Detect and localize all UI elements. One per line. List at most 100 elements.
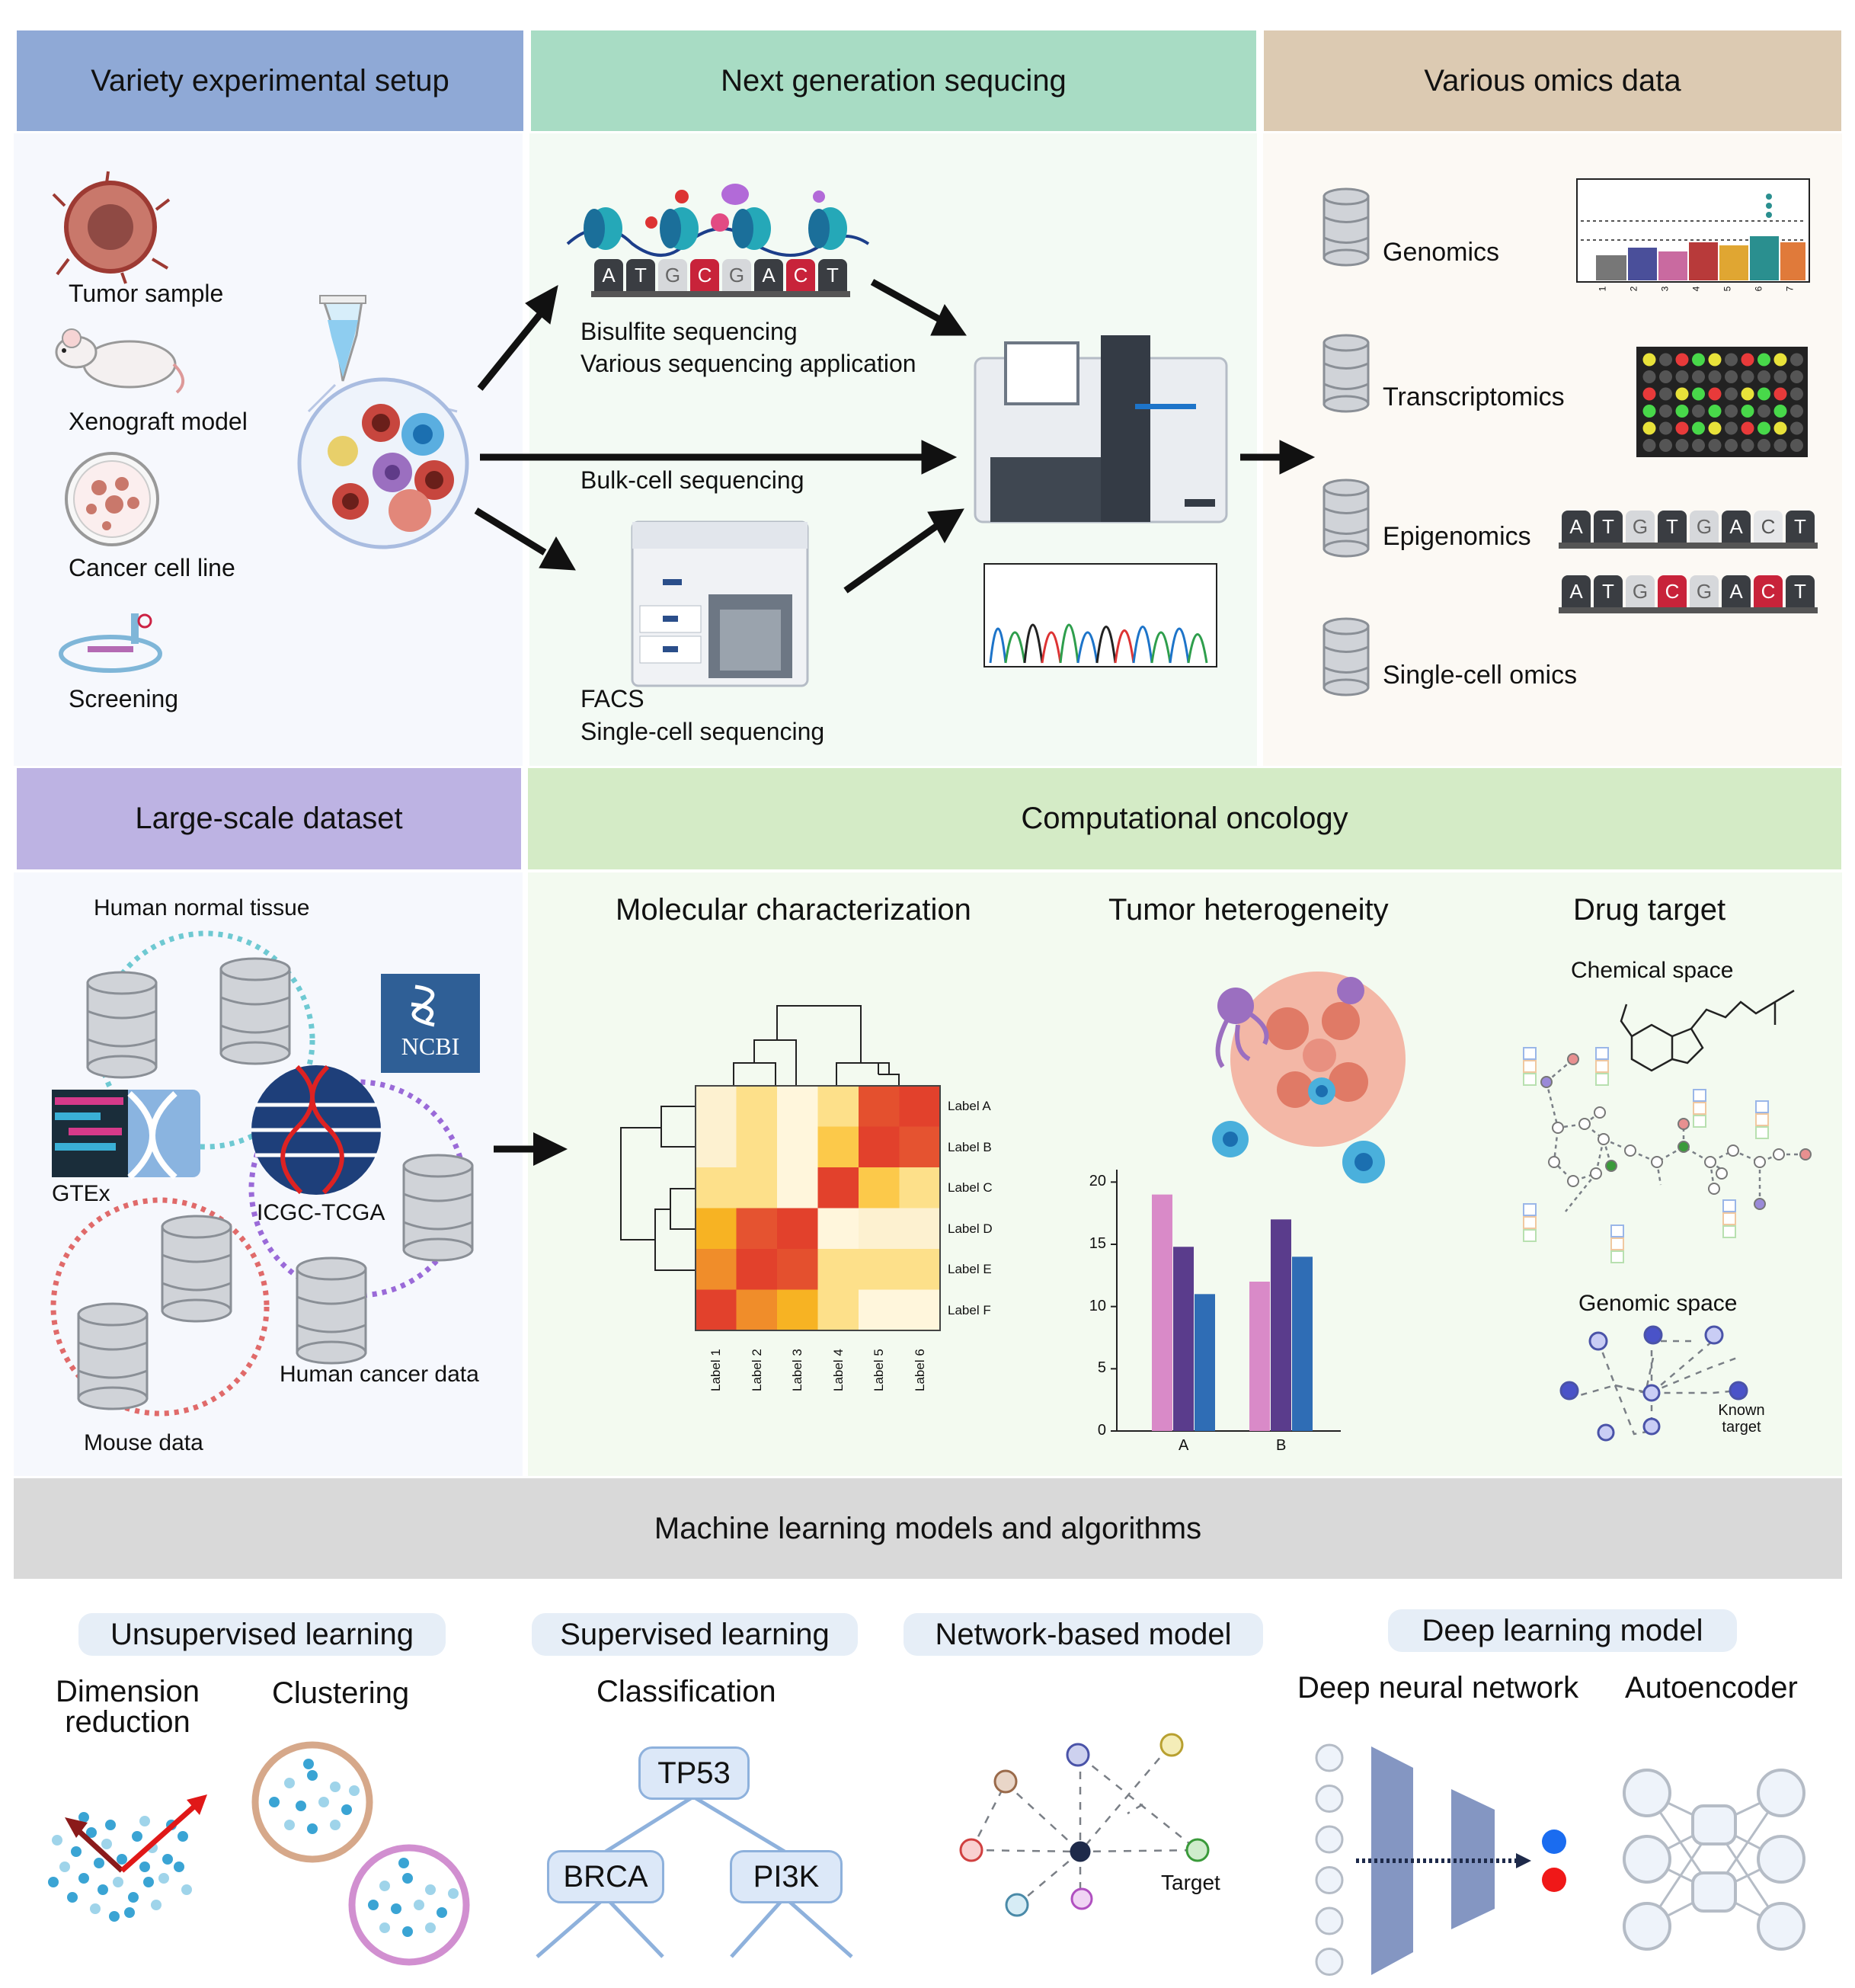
chemical-node <box>1567 1053 1579 1065</box>
heatmap-cell <box>736 1086 777 1127</box>
expression-dot <box>1773 405 1787 418</box>
heatmap-cell <box>777 1249 818 1290</box>
expression-dot <box>1790 439 1803 452</box>
dnn-node <box>1315 1785 1344 1813</box>
chemical-node <box>1552 1122 1564 1134</box>
chemical-node <box>1598 1133 1610 1145</box>
chemical-block <box>1595 1073 1609 1086</box>
label-epigenomics: Epigenomics <box>1383 522 1531 551</box>
expression-dot <box>1757 439 1770 452</box>
chemical-structure-icon <box>1620 989 1795 1072</box>
expression-dot <box>1757 405 1770 418</box>
chemical-block <box>1755 1126 1769 1139</box>
y-tick-label: 10 <box>1089 1297 1106 1314</box>
heatmap-cell <box>899 1126 940 1167</box>
cluster-dot <box>349 1785 360 1796</box>
tumor-heterogeneity-icon <box>1212 972 1406 1183</box>
bar-category-label: A <box>1179 1437 1189 1454</box>
chemical-node <box>1605 1160 1617 1172</box>
label-target: target <box>1722 1419 1761 1436</box>
y-tick-label: 20 <box>1089 1173 1106 1190</box>
heatmap-cell <box>899 1167 940 1208</box>
label-reduction: reduction <box>65 1705 190 1739</box>
expression-dot <box>1692 405 1705 418</box>
chemical-node <box>1548 1156 1560 1168</box>
expression-dot <box>1708 353 1722 367</box>
cluster-1 <box>251 1741 373 1863</box>
chemical-block <box>1722 1225 1736 1238</box>
cluster-dot <box>402 1926 413 1937</box>
chemical-block <box>1523 1229 1537 1242</box>
chemical-block <box>1523 1047 1537 1060</box>
chemical-block <box>1610 1250 1624 1263</box>
chemical-block <box>1755 1100 1769 1113</box>
heatmap-cell <box>899 1208 940 1249</box>
heatmap-cell <box>736 1249 777 1290</box>
scatter-dot <box>94 1858 104 1868</box>
ncbi-text: NCBI <box>401 1032 460 1060</box>
dnn-node <box>1315 1948 1344 1976</box>
cluster-dot <box>284 1820 295 1830</box>
chemical-block <box>1755 1113 1769 1126</box>
expression-dot <box>1642 387 1656 401</box>
expression-dot <box>1692 421 1705 435</box>
expression-dot <box>1659 370 1672 383</box>
expression-dot <box>1659 387 1672 401</box>
title-heterogeneity: Tumor heterogeneity <box>1108 893 1389 927</box>
expression-dot <box>1692 387 1705 401</box>
expression-dot <box>1692 353 1705 367</box>
cluster-dot <box>330 1820 341 1830</box>
label-bulk-seq: Bulk-cell sequencing <box>580 466 804 494</box>
expression-dot <box>1741 405 1754 418</box>
heatmap-cell <box>736 1167 777 1208</box>
scatter-dot <box>124 1907 135 1918</box>
cluster-dot <box>425 1884 436 1895</box>
label-autoencoder: Autoencoder <box>1625 1671 1798 1705</box>
label-single-cell-omics: Single-cell omics <box>1383 661 1578 690</box>
label-screening: Screening <box>69 685 179 712</box>
tumor-sample-icon <box>52 171 171 284</box>
heatmap-cell <box>777 1086 818 1127</box>
heatmap-cell <box>817 1167 859 1208</box>
heatmap-cell <box>736 1208 777 1249</box>
dna-letter: T <box>1594 511 1623 543</box>
label-xenograft: Xenograft model <box>69 408 248 435</box>
heatmap-cell <box>817 1289 859 1330</box>
expression-dot <box>1642 405 1656 418</box>
cluster-dot <box>414 1900 424 1910</box>
chemical-block <box>1523 1203 1537 1216</box>
expression-dot <box>1708 405 1722 418</box>
dna-letter: T <box>818 259 847 291</box>
icgc-globe-logo <box>251 1064 381 1195</box>
chemical-node <box>1704 1156 1716 1168</box>
chemical-block <box>1595 1060 1609 1073</box>
pill-network: Network-based model <box>904 1613 1263 1656</box>
expression-dot <box>1642 421 1656 435</box>
manhattan-plot-icon <box>1576 178 1810 283</box>
heatmap-cell <box>696 1289 737 1330</box>
expression-dot <box>1659 439 1672 452</box>
chemical-node <box>1754 1156 1766 1168</box>
heatmap <box>695 1085 941 1331</box>
bar-chart-marks <box>1111 1181 1313 1432</box>
heatmap-cell <box>817 1086 859 1127</box>
cluster-dot <box>318 1797 329 1807</box>
arrows-row1 <box>474 279 1316 594</box>
scatter-dot <box>78 1873 89 1884</box>
chemical-node <box>1754 1198 1766 1210</box>
cluster-dot <box>402 1873 413 1884</box>
expression-dot <box>1725 439 1738 452</box>
cluster-dot <box>341 1804 352 1815</box>
expression-dot <box>1790 405 1803 418</box>
chemical-node <box>1578 1118 1591 1130</box>
cluster-dot <box>307 1823 318 1834</box>
chemical-block <box>1595 1047 1609 1060</box>
pill-supervised: Supervised learning <box>532 1613 858 1656</box>
label-known: Known <box>1718 1402 1765 1419</box>
network-model-nodes <box>959 1733 1210 1917</box>
facs-machine-icon <box>631 520 809 687</box>
chemical-node <box>1594 1106 1606 1119</box>
chemical-network-edges <box>1545 1058 1805 1212</box>
dna-letter: C <box>1754 575 1783 607</box>
